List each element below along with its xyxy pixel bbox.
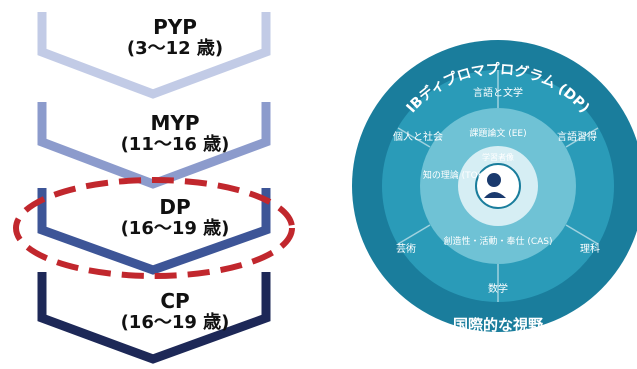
learner-profile-icon-body bbox=[484, 192, 506, 198]
core-label-ee: 課題論文 (EE) bbox=[469, 127, 526, 139]
subject-label-6: 芸術 bbox=[396, 242, 416, 255]
stage-myp-name: MYP bbox=[150, 111, 200, 135]
subject-label-2: 言語習得 bbox=[557, 130, 597, 143]
subject-label-4: 理科 bbox=[580, 242, 600, 255]
programme-chevrons bbox=[13, 12, 295, 364]
wheel-bottom-label: 国際的な視野 bbox=[453, 316, 543, 334]
learner-profile-icon-head bbox=[487, 173, 501, 187]
chevron-cp bbox=[37, 272, 271, 364]
core-label-cas: 創造性・活動・奉仕 (CAS) bbox=[443, 235, 552, 247]
stage-cp-name: CP bbox=[160, 289, 190, 313]
stage-pyp-age: (3〜12 歳) bbox=[126, 38, 224, 59]
stage-myp: MYP (11〜16 歳) bbox=[60, 112, 290, 156]
learner-profile-label: 学習者像 bbox=[482, 152, 514, 162]
stage-cp-age: (16〜19 歳) bbox=[120, 312, 230, 333]
subject-label-3: 個人と社会 bbox=[393, 130, 443, 143]
stage-dp-age: (16〜19 歳) bbox=[120, 218, 230, 239]
stage-myp-age: (11〜16 歳) bbox=[120, 134, 230, 155]
chevron-pyp bbox=[37, 12, 271, 99]
stage-dp-name: DP bbox=[159, 195, 191, 219]
subject-label-1: 言語と文学 bbox=[473, 86, 523, 99]
stage-cp: CP (16〜19 歳) bbox=[60, 290, 290, 334]
dp-highlight-ellipse bbox=[13, 177, 295, 279]
subject-dividers bbox=[397, 70, 599, 302]
stage-pyp: PYP (3〜12 歳) bbox=[60, 16, 290, 60]
chevron-myp bbox=[37, 102, 271, 189]
chevron-dp bbox=[37, 188, 271, 275]
core-label-tok: 知の理論 (TOK) bbox=[423, 169, 487, 181]
stage-pyp-name: PYP bbox=[153, 15, 197, 39]
stage-dp: DP (16〜19 歳) bbox=[60, 196, 290, 240]
subject-label-5: 数学 bbox=[488, 282, 508, 295]
